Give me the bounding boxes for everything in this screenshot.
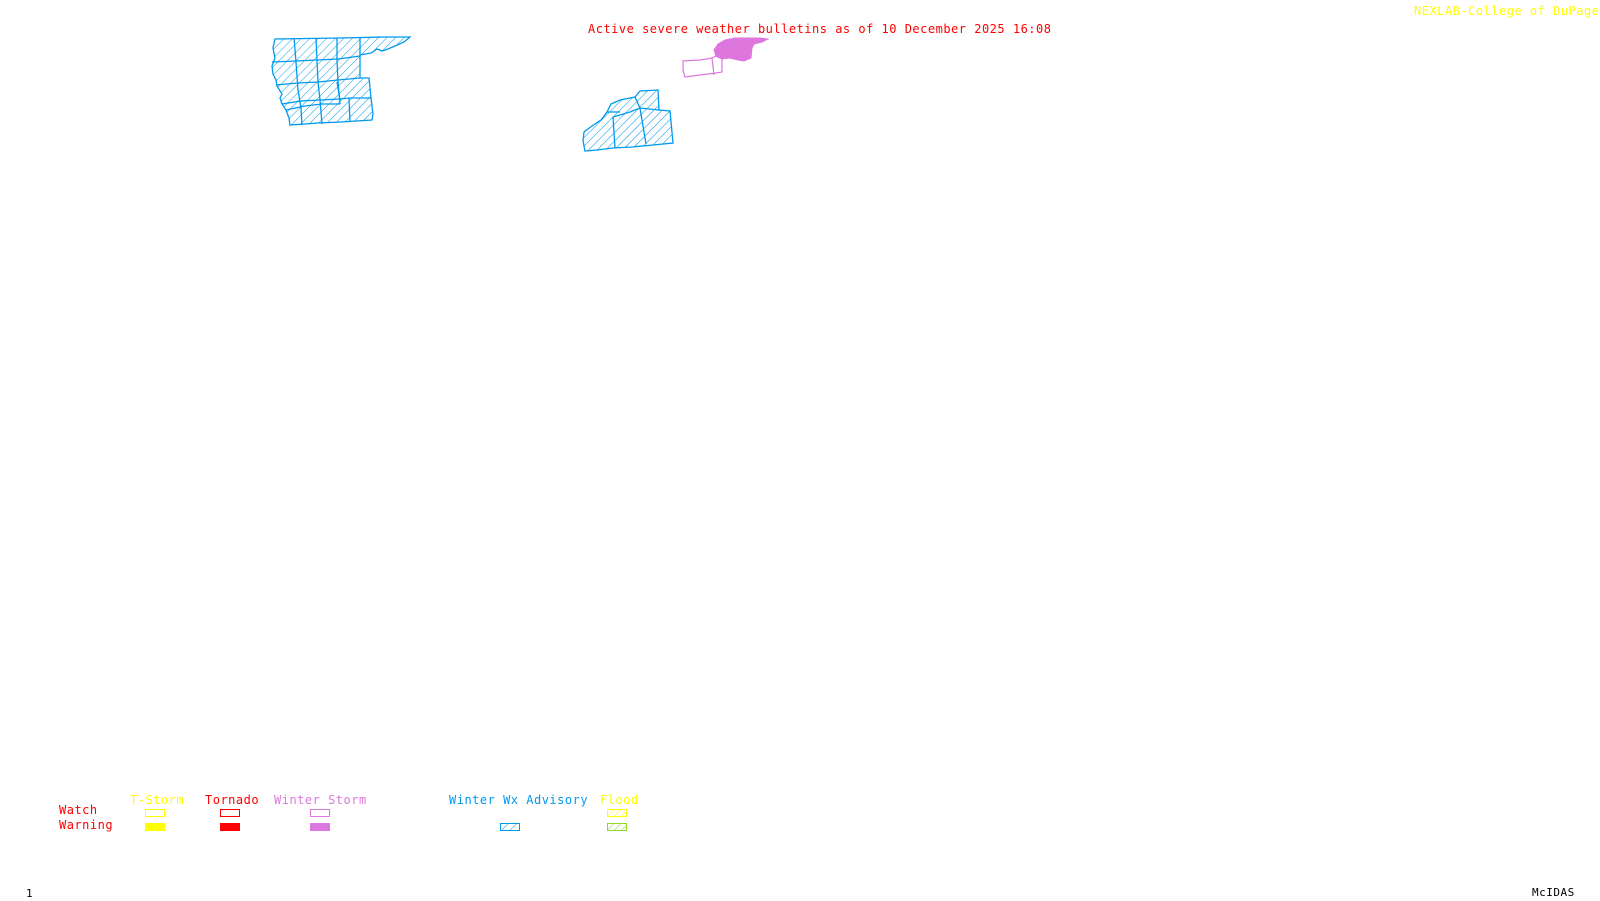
winter-storm-warning-area	[713, 37, 770, 62]
legend-swatch-tstorm-warning	[145, 823, 165, 831]
legend-header-tornado: Tornado	[205, 793, 260, 807]
legend-header-flood: Flood	[600, 793, 639, 807]
winter-storm-watch-area	[682, 55, 723, 78]
legend-swatch-flood-watch	[607, 809, 627, 817]
legend-swatch-tstorm-watch	[145, 809, 165, 817]
legend-header-winter-storm: Winter Storm	[274, 793, 367, 807]
legend-row-warning: Warning	[59, 818, 114, 832]
winter-wx-advisory-area-central	[582, 89, 674, 152]
winter-wx-advisory-area-west	[271, 36, 412, 126]
legend-swatch-winter-storm-warning	[310, 823, 330, 831]
legend-header-winter-wx-advisory: Winter Wx Advisory	[449, 793, 589, 807]
legend-swatch-winter-storm-watch	[310, 809, 330, 817]
legend-swatch-winter-wx-advisory	[500, 823, 520, 831]
frame-number: 1	[26, 887, 34, 900]
credit-label: NEXLAB-College of DuPage ⇲	[1414, 4, 1600, 18]
legend-swatch-tornado-warning	[220, 823, 240, 831]
legend-row-watch: Watch	[59, 803, 98, 817]
legend-swatch-tornado-watch	[220, 809, 240, 817]
legend-header-tstorm: T-Storm	[130, 793, 185, 807]
legend-swatch-flood-warning	[607, 823, 627, 831]
credit-text: NEXLAB-College of DuPage	[1414, 4, 1600, 18]
software-label: McIDAS	[1532, 886, 1575, 899]
bulletin-title: Active severe weather bulletins as of 10…	[588, 22, 1052, 36]
